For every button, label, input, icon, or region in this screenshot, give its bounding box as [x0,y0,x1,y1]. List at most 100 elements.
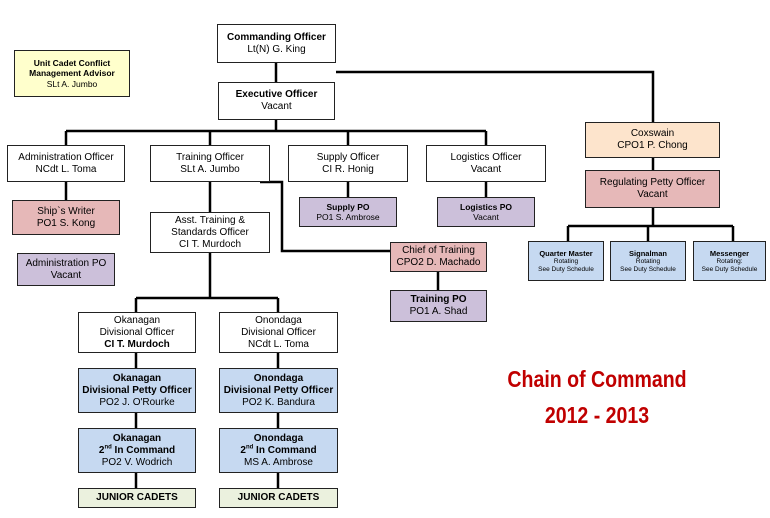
asst-training-officer-box: Asst. Training & Standards Officer CI T.… [150,212,270,253]
box-title-line1: Okanagan [112,432,162,444]
conflict-advisor-box: Unit Cadet Conflict Management Advisor S… [14,50,130,97]
box-name: Lt(N) G. King [247,43,306,55]
box-title: Logistics PO [460,201,512,212]
box-name: Vacant [637,189,668,200]
ships-writer-box: Ship`s Writer PO1 S. Kong [12,200,120,235]
title-rest: In Command [253,444,317,456]
onondaga-2ic-box: Onondaga 2nd In Command MS A. Ambrose [219,428,338,473]
box-title: Supply PO [326,201,370,212]
box-title-line1: Okanagan [112,372,162,384]
box-name: Rotating [635,257,661,265]
training-officer-box: Training Officer SLt A. Jumbo [150,145,270,182]
okanagan-junior-cadets-box: JUNIOR CADETS [78,488,196,508]
box-title: Chief of Training [402,245,475,256]
regulating-petty-officer-box: Regulating Petty Officer Vacant [585,170,720,208]
okanagan-divisional-po-box: Okanagan Divisional Petty Officer PO2 J.… [78,368,196,413]
administration-po-box: Administration PO Vacant [17,253,115,286]
ordinal-suffix: nd [104,444,112,451]
box-title-line1: Asst. Training & [174,214,246,226]
chief-of-training-box: Chief of Training CPO2 D. Machado [390,242,487,272]
box-name: CI T. Murdoch [178,238,242,250]
box-title: Training PO [410,294,467,305]
box-title: JUNIOR CADETS [237,492,320,503]
box-title: Administration PO [25,257,107,269]
coxswain-box: Coxswain CPO1 P. Chong [585,122,720,158]
box-title-line2: 2nd In Command [98,444,176,457]
box-name: PO2 V. Wodrich [101,456,173,468]
onondaga-divisional-officer-box: Onondaga Divisional Officer NCdt L. Toma [219,312,338,353]
box-title-line2: Divisional Officer [99,326,175,338]
title-rest: In Command [111,444,176,456]
box-name: Vacant [473,212,499,222]
box-title-line2: Divisional Petty Officer [82,384,192,396]
ordinal: 2 [98,444,105,456]
box-title-line2: Divisional Petty Officer [223,384,334,396]
ordinal: 2 [240,444,246,456]
onondaga-divisional-po-box: Onondaga Divisional Petty Officer PO2 K.… [219,368,338,413]
box-name: SLt A. Jumbo [180,163,240,175]
supply-po-box: Supply PO PO1 S. Ambrose [299,197,397,227]
logistics-po-box: Logistics PO Vacant [437,197,535,227]
box-title: JUNIOR CADETS [96,492,178,503]
box-name: NCdt L. Toma [35,163,97,175]
box-title: Executive Officer [235,89,318,100]
connector-co-coxswain [336,70,655,122]
box-title: Logistics Officer [450,151,522,163]
box-title-line1: Okanagan [113,314,161,326]
box-name: PO1 S. Kong [36,217,96,229]
logistics-officer-box: Logistics Officer Vacant [426,145,546,182]
executive-officer-box: Executive Officer Vacant [218,82,335,120]
box-title: Administration Officer [18,151,114,163]
training-po-box: Training PO PO1 A. Shad [390,290,487,322]
box-title: Commanding Officer [227,31,326,43]
box-name: MS A. Ambrose [244,456,313,468]
box-title-line2: Divisional Officer [241,326,316,338]
supply-officer-box: Supply Officer CI R. Honig [288,145,408,182]
box-name: Vacant [470,163,502,175]
box-title: Supply Officer [316,151,380,163]
box-title: Messenger [709,248,750,258]
box-title-line1: Onondaga [253,432,304,444]
box-name: PO2 J. O'Rourke [99,396,175,408]
box-name: PO1 S. Ambrose [316,212,380,222]
box-title: Quarter Master [539,248,593,258]
signalman-box: Signalman Rotating See Duty Schedule [610,241,686,281]
box-name: Vacant [261,101,292,112]
box-title: Ship`s Writer [37,205,95,217]
box-title-line2: 2nd In Command [240,444,317,457]
box-name: PO2 K. Bandura [242,396,315,408]
chart-heading: Chain of Command [507,366,687,392]
box-name: Rotating: [716,257,743,265]
messenger-box: Messenger Rotating: See Duty Schedule [693,241,766,281]
box-title-line2: Management Advisor [29,68,115,79]
box-title-line1: Onondaga [253,372,304,384]
box-title-line1: Unit Cadet Conflict [33,58,111,69]
onondaga-junior-cadets-box: JUNIOR CADETS [219,488,338,508]
box-name: NCdt L. Toma [248,338,309,350]
commanding-officer-box: Commanding Officer Lt(N) G. King [217,24,336,63]
box-title-line1: Onondaga [255,314,302,326]
okanagan-divisional-officer-box: Okanagan Divisional Officer CI T. Murdoc… [78,312,196,353]
box-name: CI T. Murdoch [104,338,170,350]
okanagan-2ic-box: Okanagan 2nd In Command PO2 V. Wodrich [78,428,196,473]
box-name: CPO2 D. Machado [396,257,481,268]
box-name: CI R. Honig [322,163,374,175]
box-name: SLt A. Jumbo [46,78,98,89]
box-title: Coxswain [630,128,675,139]
chart-year: 2012 - 2013 [544,402,650,428]
box-name: CPO1 P. Chong [617,140,688,151]
box-note: See Duty Schedule [701,265,758,273]
box-name: PO1 A. Shad [409,306,468,317]
box-title: Regulating Petty Officer [599,177,706,188]
box-title: Signalman [629,248,667,258]
connector-training-chief [260,180,390,253]
administration-officer-box: Administration Officer NCdt L. Toma [7,145,125,182]
box-name: Vacant [50,269,82,281]
box-name: Rotating [553,257,579,265]
box-title: Training Officer [176,151,244,163]
box-title-line2: Standards Officer [171,226,249,238]
box-note: See Duty Schedule [620,265,676,273]
quarter-master-box: Quarter Master Rotating See Duty Schedul… [528,241,604,281]
ordinal-suffix: nd [245,444,254,451]
